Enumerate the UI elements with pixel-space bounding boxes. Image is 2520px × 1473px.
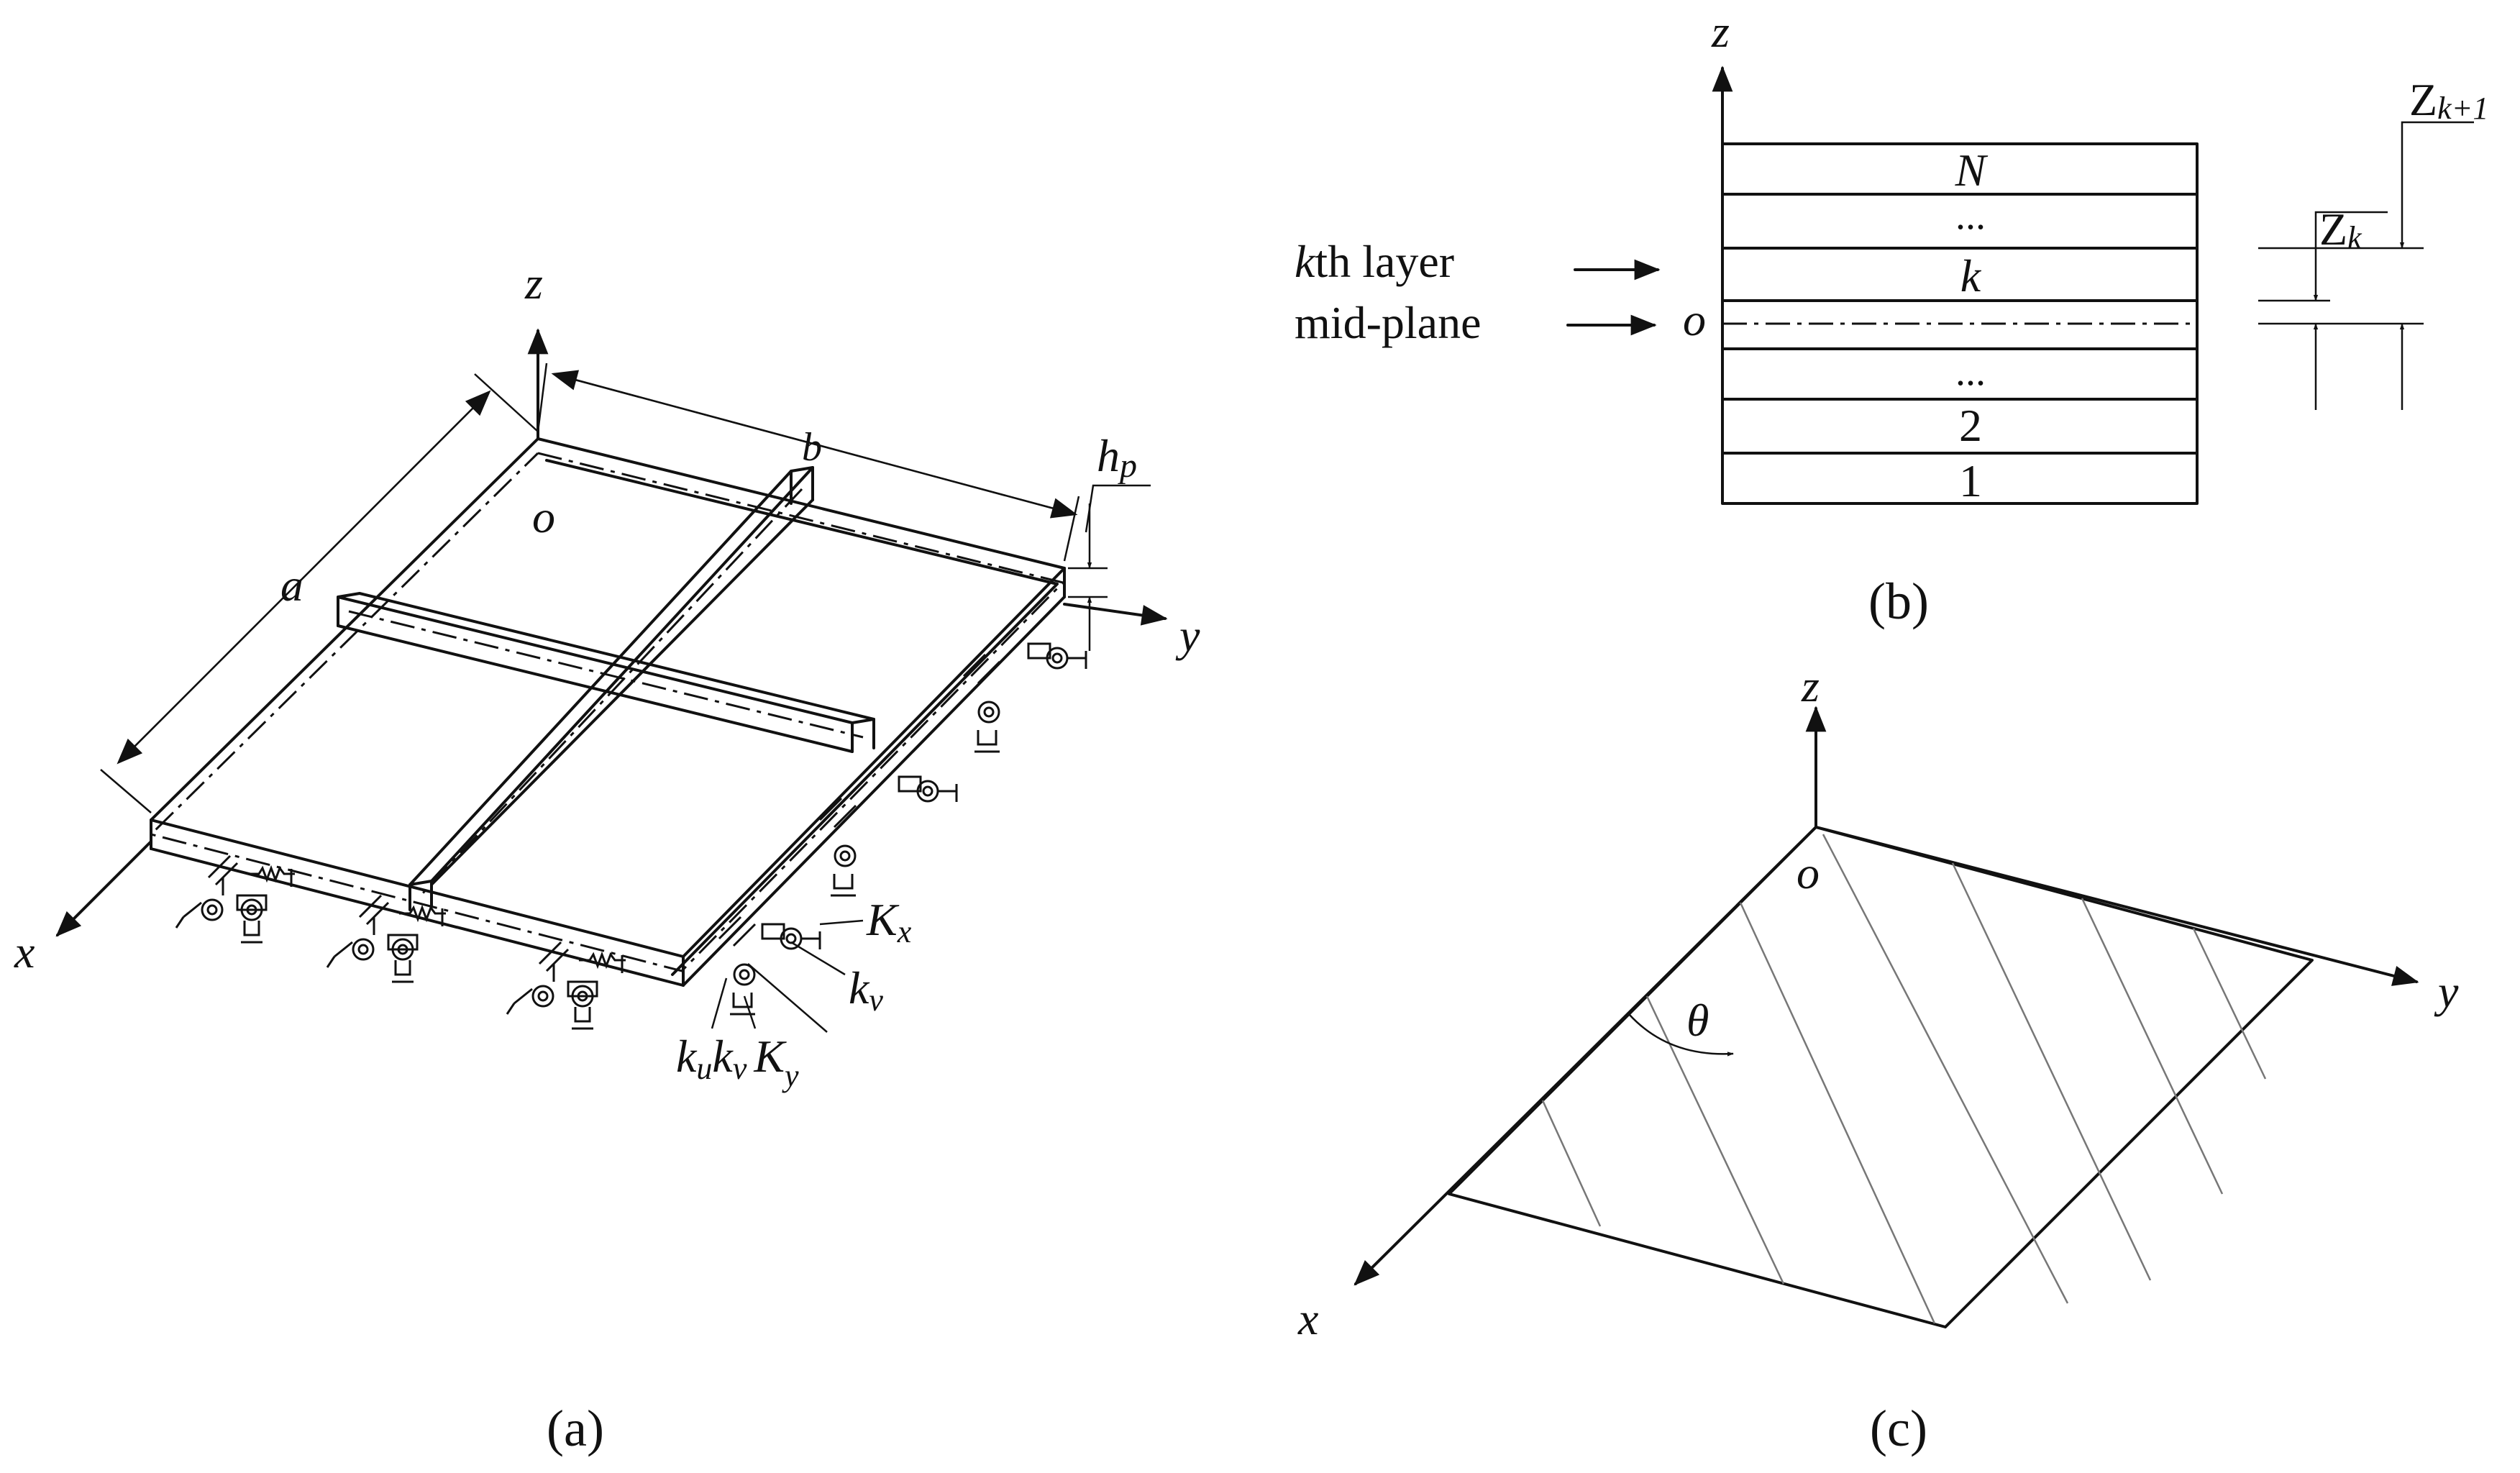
b-z-label: z [1711, 6, 1730, 57]
plate-mid-plane [149, 452, 1065, 972]
a-dim-b-label: b [802, 425, 822, 470]
a-kv-label: kv [849, 962, 883, 1018]
a-caption: (a) [547, 1400, 604, 1457]
dimension-a [100, 373, 539, 813]
b-caption: (b) [1868, 573, 1929, 630]
a-origin-label: o [532, 491, 555, 542]
panel-b: N ... k ... 2 1 kth layer mid-plane o Zk [1295, 6, 2488, 630]
plate-inner-top [545, 459, 1059, 976]
a-z-label: z [524, 257, 543, 309]
dimension-hp [1068, 484, 1151, 651]
c-theta-label: θ [1686, 995, 1709, 1046]
b-layer-k: k [1960, 250, 1982, 301]
b-zk-label: Zk [2319, 204, 2362, 255]
c-x-label: x [1297, 1293, 1318, 1344]
b-layer-dots-bottom: ... [1955, 350, 1986, 394]
b-dimension-z [2258, 121, 2474, 410]
springs-edge-y [718, 642, 1087, 1016]
a-Kx-label: Kx [866, 894, 912, 949]
a-x-axis [55, 840, 152, 937]
b-origin-label: o [1683, 294, 1706, 345]
plate-edge-right-bottom [682, 596, 1066, 987]
a-dim-a-label: a [280, 560, 303, 611]
a-y-label: y [1175, 610, 1200, 661]
c-caption: (c) [1870, 1400, 1927, 1457]
c-angle-arc [1628, 1013, 1734, 1057]
stiffener-y [337, 592, 875, 753]
a-hp-label: hp [1097, 430, 1137, 485]
b-midplane-label: mid-plane [1295, 297, 1481, 348]
b-layer-2: 2 [1959, 400, 1982, 451]
springs-edge-x [175, 854, 626, 1030]
c-origin-label: o [1797, 847, 1820, 898]
c-fibre-lines [1541, 834, 2267, 1324]
c-y-label: y [2434, 966, 2459, 1017]
b-zk1-label: Zk+1 [2409, 74, 2488, 126]
c-lamina [1448, 826, 2314, 1328]
plate-top-face [150, 437, 1066, 958]
spring-leaders [711, 919, 864, 1033]
b-layer-1: 1 [1959, 455, 1982, 506]
b-layer-dots-top: ... [1955, 193, 1986, 238]
a-x-label: x [14, 926, 35, 977]
b-kth-layer-label: kth layer [1295, 236, 1454, 287]
panel-c: θ z y x o (c) [1297, 660, 2459, 1457]
a-y-axis [1063, 603, 1168, 626]
b-layer-N: N [1955, 145, 1989, 196]
c-z-label: z [1801, 660, 1820, 711]
dimension-b [537, 362, 1080, 562]
